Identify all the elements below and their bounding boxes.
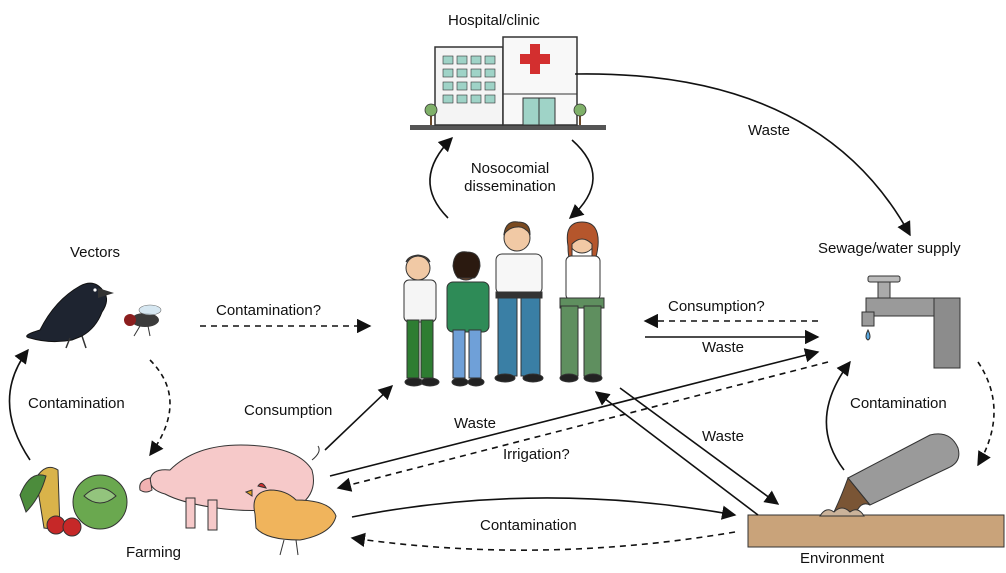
edge-label-vectors-contamination: Contamination?: [216, 302, 322, 319]
edge-label-nosocomial-2: dissemination: [464, 178, 556, 195]
edge-label-vectors-farming: Contamination: [28, 395, 125, 412]
arrow-nosocomial-right: [568, 139, 594, 219]
arrow-vectors-farming: [149, 359, 171, 457]
arrow-farming-consumption: [324, 385, 394, 451]
edge-label-environment-waste: Waste: [702, 428, 744, 445]
edge-label-farming-waste: Waste: [454, 415, 496, 432]
node-label-hospital: Hospital/clinic: [448, 12, 540, 29]
edge-label-farming-consumption: Consumption: [244, 402, 333, 419]
edge-label-sewage-environment: Contamination: [850, 395, 947, 412]
vectors-illustration: [26, 282, 162, 349]
arrow-sewage-environment: [977, 361, 995, 467]
arrow-hospital-waste: [574, 73, 911, 237]
edge-label-sewage-consumption: Consumption?: [668, 298, 765, 315]
edge-label-farming-environment: Contamination: [480, 517, 577, 534]
node-label-sewage: Sewage/water supply: [818, 240, 961, 257]
node-label-vectors: Vectors: [70, 244, 121, 261]
node-label-environment: Environment: [800, 550, 885, 567]
arrow-people-environment: [619, 387, 780, 505]
arrow-environment-farming: [350, 531, 736, 551]
tap-illustration: [861, 275, 961, 369]
farming-illustration: [19, 444, 337, 556]
arrows-layer: [8, 73, 995, 551]
edge-label-irrigation: Irrigation?: [503, 446, 570, 463]
arrow-environment-people: [594, 391, 759, 516]
arrow-farming-waste: [329, 348, 820, 477]
arrow-irrigation: [336, 361, 829, 492]
arrow-farming-environment: [351, 497, 737, 520]
environment-illustration: [747, 433, 1005, 548]
edge-label-hospital-waste: Waste: [748, 122, 790, 139]
arrow-farming-vectors: [8, 348, 31, 461]
node-label-farming: Farming: [126, 544, 182, 561]
arrow-nosocomial-left: [429, 136, 454, 219]
people-illustration: [403, 221, 605, 387]
edge-label-nosocomial-1: Nosocomial: [470, 160, 550, 177]
hospital-illustration: [410, 36, 606, 130]
edge-label-people-waste: Waste: [702, 339, 744, 356]
arrow-environment-sewage: [825, 360, 851, 471]
